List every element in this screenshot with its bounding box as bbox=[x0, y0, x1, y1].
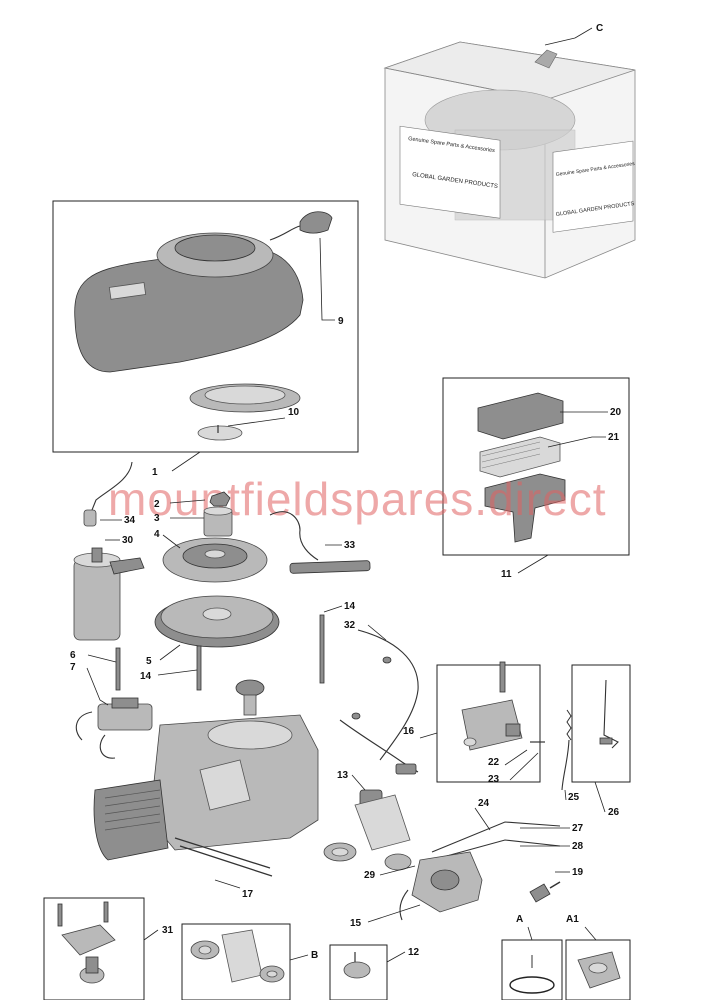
label-14-left: 14 bbox=[140, 671, 152, 682]
stator-wire bbox=[269, 511, 371, 574]
governor-parts bbox=[235, 679, 265, 716]
spark-plug-lead bbox=[83, 461, 133, 527]
label-6: 6 bbox=[70, 650, 76, 661]
label-17: 17 bbox=[242, 889, 254, 900]
label-c: C bbox=[596, 23, 603, 34]
box-air-filter bbox=[442, 377, 630, 556]
label-9: 9 bbox=[338, 316, 344, 327]
label-31: 31 bbox=[162, 925, 174, 936]
label-13: 13 bbox=[337, 770, 349, 781]
label-16: 16 bbox=[403, 726, 415, 737]
label-3: 3 bbox=[154, 513, 160, 524]
kit-box-illustration: Genuine Spare Parts & Accessories GLOBAL… bbox=[383, 41, 635, 279]
label-4: 4 bbox=[154, 529, 160, 540]
needle-valve bbox=[343, 952, 371, 979]
flywheel-fan bbox=[162, 537, 268, 583]
nut-and-clutch bbox=[203, 491, 233, 537]
label-12: 12 bbox=[408, 947, 420, 958]
label-10: 10 bbox=[288, 407, 300, 418]
label-5: 5 bbox=[146, 656, 152, 667]
o-ring-kit bbox=[509, 955, 555, 994]
box-governor-bracket bbox=[436, 664, 541, 783]
label-33: 33 bbox=[344, 540, 356, 551]
label-2: 2 bbox=[154, 499, 160, 510]
label-7: 7 bbox=[70, 662, 76, 673]
label-a1: A1 bbox=[566, 914, 579, 925]
brake-bracket bbox=[57, 901, 116, 984]
governor-spring bbox=[561, 709, 572, 791]
float-bowl bbox=[577, 951, 621, 989]
carburetor-gaskets bbox=[323, 794, 412, 871]
box-a1 bbox=[565, 939, 631, 1000]
label-a: A bbox=[516, 914, 523, 925]
label-26: 26 bbox=[608, 807, 620, 818]
fuel-tap bbox=[529, 881, 561, 903]
label-1: 1 bbox=[152, 467, 158, 478]
studs bbox=[115, 614, 325, 691]
flywheel bbox=[154, 595, 280, 648]
governor-bracket bbox=[461, 661, 545, 751]
box-brake-bracket bbox=[43, 897, 145, 1000]
recoil-starter-cover bbox=[74, 232, 304, 413]
cylinder-head-bolts bbox=[174, 837, 273, 877]
label-28: 28 bbox=[572, 841, 584, 852]
link-rod bbox=[599, 679, 619, 749]
box-a bbox=[501, 939, 563, 1000]
starter-pawl bbox=[197, 425, 243, 441]
air-filter-assembly bbox=[477, 392, 566, 543]
ignition-coil bbox=[75, 697, 153, 759]
label-23: 23 bbox=[488, 774, 500, 785]
label-22: 22 bbox=[488, 757, 500, 768]
box-link-rod bbox=[571, 664, 631, 783]
label-24: 24 bbox=[478, 798, 490, 809]
label-30: 30 bbox=[122, 535, 134, 546]
engine-block bbox=[93, 714, 319, 861]
label-15: 15 bbox=[350, 918, 362, 929]
starter-handle bbox=[269, 211, 333, 241]
starter-motor bbox=[73, 547, 145, 641]
gasket-set bbox=[190, 929, 285, 983]
label-21: 21 bbox=[608, 432, 620, 443]
label-25: 25 bbox=[568, 792, 580, 803]
throttle-cables bbox=[431, 821, 561, 861]
box-needle-valve bbox=[329, 944, 388, 1000]
label-20: 20 bbox=[610, 407, 622, 418]
label-11: 11 bbox=[501, 569, 512, 580]
label-32: 32 bbox=[344, 620, 356, 631]
box-gasket-set bbox=[181, 923, 291, 1000]
label-27: 27 bbox=[572, 823, 584, 834]
carburetor bbox=[399, 851, 483, 921]
watermark: mountfieldspares.direct bbox=[108, 473, 607, 525]
label-b: B bbox=[311, 950, 318, 961]
label-34: 34 bbox=[124, 515, 136, 526]
label-19: 19 bbox=[572, 867, 584, 878]
box-recoil-starter bbox=[52, 200, 359, 453]
label-29: 29 bbox=[364, 870, 376, 881]
label-14-right: 14 bbox=[344, 601, 356, 612]
ignition-wiring bbox=[339, 629, 419, 775]
